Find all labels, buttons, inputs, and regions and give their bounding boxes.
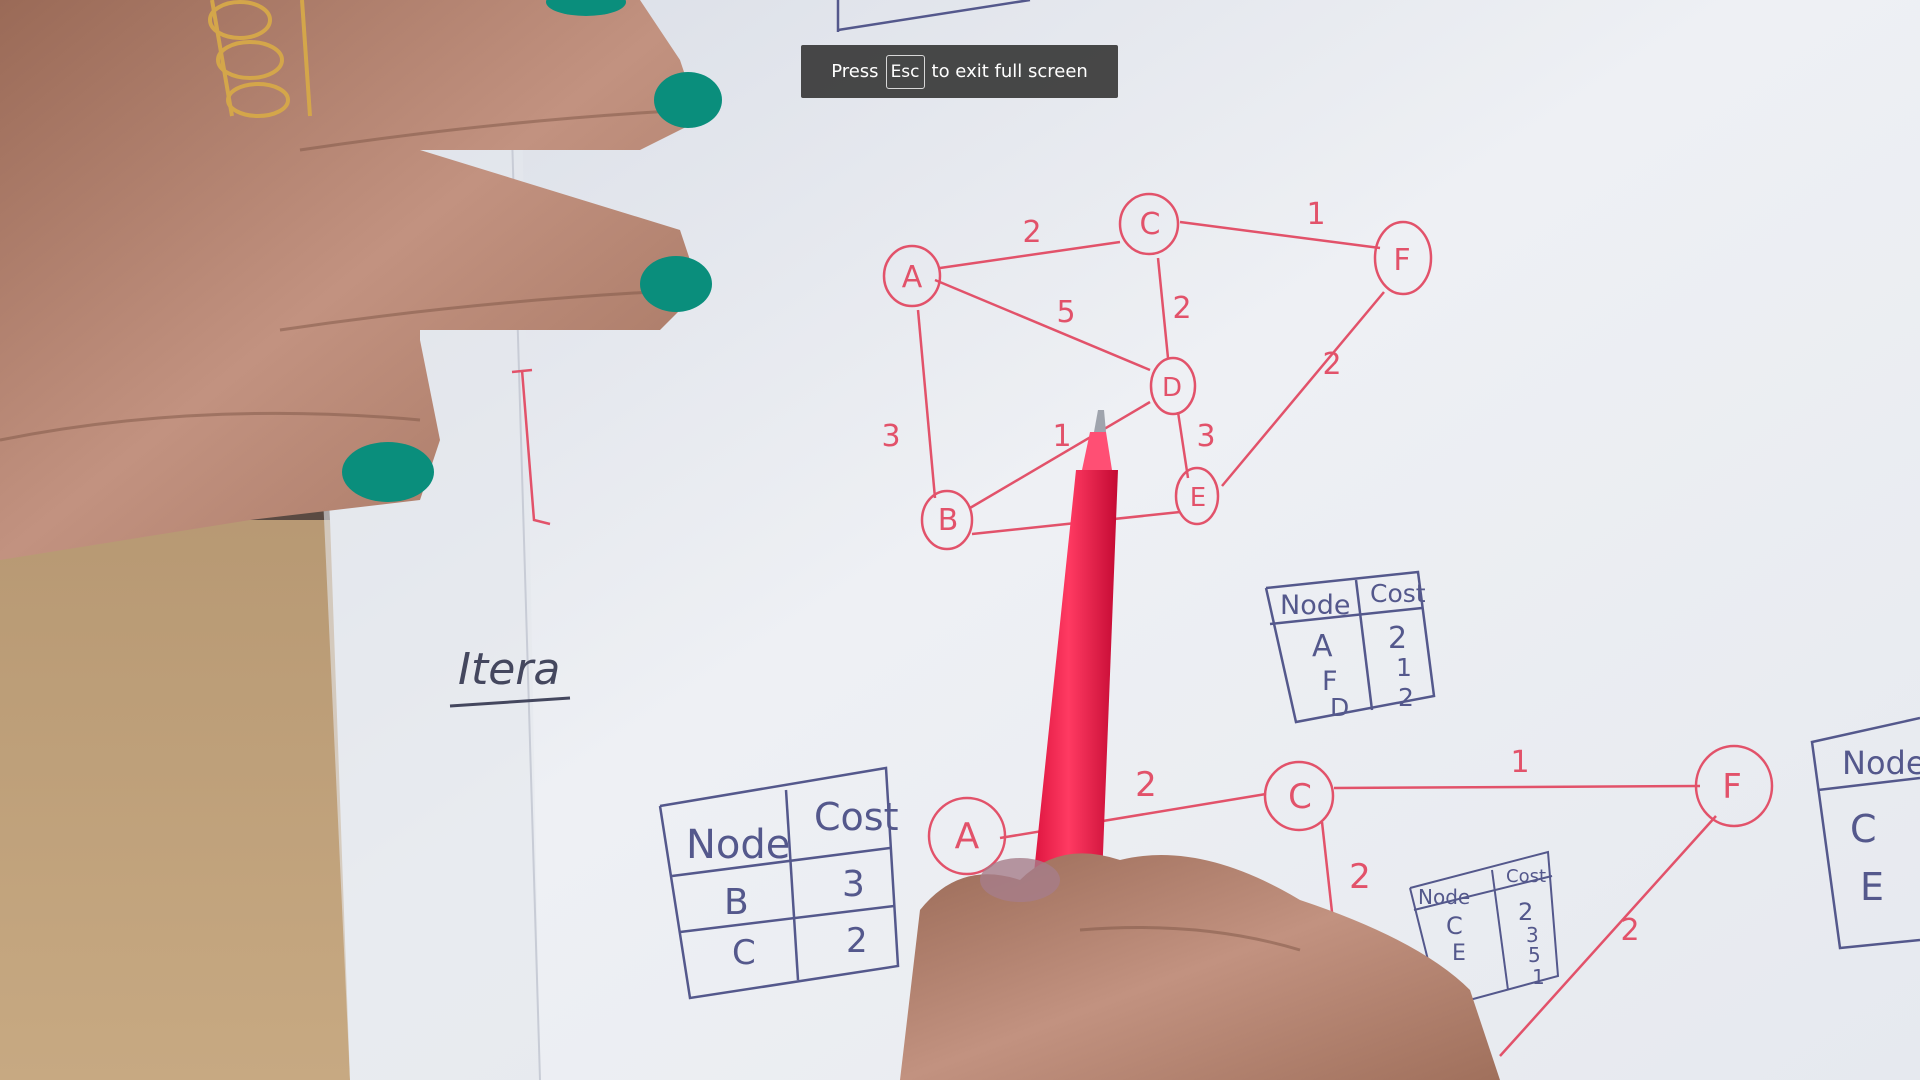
- right-hand: [900, 853, 1500, 1080]
- node-label: F: [1393, 243, 1410, 278]
- table-header: Cost: [814, 795, 898, 839]
- left-hand: [0, 0, 722, 560]
- table-header: Cost: [1506, 866, 1546, 887]
- table-cell: 3: [842, 864, 865, 905]
- table-cell: 2: [1388, 621, 1407, 656]
- node-label: E: [1190, 483, 1206, 513]
- node-label: A: [902, 260, 923, 295]
- table-cell: E: [1860, 865, 1884, 909]
- table-header: Node: [1842, 744, 1920, 782]
- small-table-text: Node Cost C 2 E 3 5 1: [1418, 866, 1546, 989]
- table-cell: C: [1850, 807, 1877, 851]
- red-marker: [1028, 410, 1118, 930]
- upper-graph-labels: A C F D B E 2 1 5 2 2 3 1 3: [881, 197, 1410, 538]
- edge-weight: 2: [1135, 765, 1157, 805]
- toast-prefix: Press: [831, 61, 879, 82]
- right-table-text: Node C E: [1842, 744, 1920, 909]
- node-label: D: [1162, 373, 1182, 403]
- table-header: Node: [1418, 885, 1470, 909]
- table-header: Node: [686, 822, 790, 868]
- table-cell: 2: [1518, 898, 1533, 926]
- table-cell: A: [1312, 629, 1333, 664]
- edge-weight: 1: [1306, 197, 1325, 232]
- table-cell: E: [1452, 941, 1466, 966]
- table-cell: D: [1330, 693, 1349, 722]
- right-table: [1810, 716, 1920, 950]
- edge-weight: 2: [1620, 913, 1639, 948]
- table-cell: 3: [1526, 923, 1539, 947]
- heading-fragment: Itera: [458, 644, 560, 695]
- ring: [208, 0, 312, 118]
- table-cell: F: [1322, 666, 1338, 697]
- fingernail: [654, 72, 722, 128]
- table-header: Node: [1280, 590, 1350, 621]
- fingernail: [640, 256, 712, 312]
- edge-weight: 3: [881, 419, 900, 454]
- table-cell: 1: [1396, 653, 1412, 682]
- edge-weight: 2: [1022, 215, 1041, 250]
- table-cell: 2: [1398, 683, 1414, 712]
- fullscreen-exit-toast: Press Esc to exit full screen: [801, 45, 1118, 98]
- edge-weight: 3: [1196, 419, 1215, 454]
- edge-weight: 2: [1172, 291, 1191, 326]
- left-table-text: Node Cost B 3 C 2: [686, 795, 898, 973]
- table-cell: B: [724, 882, 749, 923]
- node-label: A: [955, 816, 980, 857]
- edge-weight: 1: [1510, 745, 1529, 780]
- fingernail: [342, 442, 434, 502]
- edge-weight: 1: [1052, 419, 1071, 454]
- upper-table: [1264, 570, 1436, 724]
- node-label: F: [1722, 767, 1742, 807]
- table-cell: 1: [1532, 965, 1545, 989]
- node-label: C: [1288, 777, 1312, 817]
- node-label: B: [938, 503, 959, 538]
- toast-suffix: to exit full screen: [931, 61, 1088, 82]
- edge-weight: 2: [1322, 347, 1341, 382]
- table-cell: 2: [846, 921, 868, 961]
- table-header: Cost: [1370, 579, 1426, 608]
- table-cell: C: [732, 933, 756, 973]
- table-cell: 5: [1528, 943, 1541, 967]
- edge-weight: 2: [1349, 857, 1371, 897]
- fingernail: [546, 0, 626, 16]
- lower-graph-labels: A C F 2 1 2 2: [955, 745, 1742, 948]
- edge-weight: 5: [1056, 295, 1075, 330]
- table-cell: C: [1446, 912, 1463, 940]
- esc-key-hint: Esc: [885, 54, 925, 89]
- left-table: [658, 766, 900, 1000]
- upper-table-text: Node Cost A 2 F 1 D 2: [1280, 579, 1426, 722]
- node-label: C: [1140, 207, 1161, 242]
